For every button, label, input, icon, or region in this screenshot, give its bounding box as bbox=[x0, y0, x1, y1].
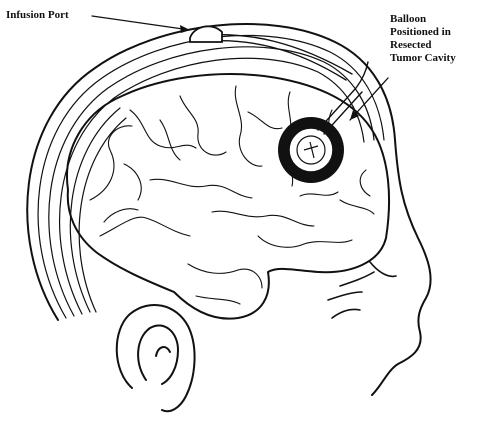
label-balloon-line4: Tumor Cavity bbox=[390, 52, 456, 64]
label-balloon-line3: Resected bbox=[390, 39, 432, 51]
infusion-port-leader bbox=[92, 16, 190, 30]
label-infusion-port: Infusion Port bbox=[6, 9, 69, 21]
skull-outline bbox=[27, 24, 430, 395]
scalp-layers bbox=[38, 35, 384, 318]
label-balloon: Balloon Positioned in Resected Tumor Cav… bbox=[390, 13, 456, 64]
brain bbox=[67, 74, 389, 319]
leader-lines bbox=[92, 16, 388, 120]
balloon-cavity bbox=[278, 117, 344, 183]
label-balloon-line1: Balloon bbox=[390, 13, 426, 25]
label-balloon-line2: Positioned in bbox=[390, 26, 451, 38]
ear bbox=[117, 305, 195, 411]
face-profile bbox=[328, 262, 396, 318]
